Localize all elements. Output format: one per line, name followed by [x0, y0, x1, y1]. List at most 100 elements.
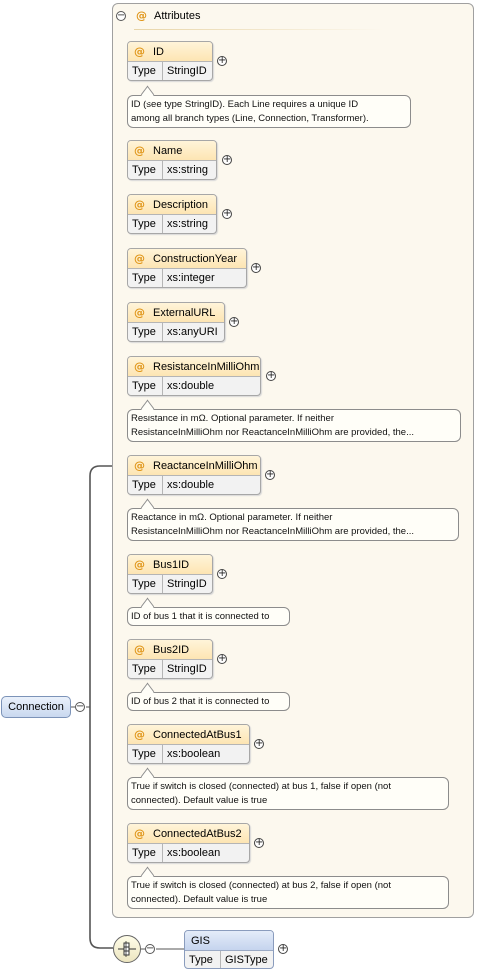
attribute-name: ConstructionYear	[153, 252, 237, 265]
type-value: xs:anyURI	[167, 326, 218, 338]
expand-gis-icon[interactable]: +	[278, 943, 288, 954]
type-value: xs:string	[167, 218, 208, 230]
type-label: Type	[128, 660, 163, 678]
attribute-name: Description	[153, 198, 209, 211]
attribute-name: ExternalURL	[153, 306, 216, 319]
annotation-line: ID (see type StringID). Each Line requir…	[131, 99, 359, 110]
annotation-line: ResistanceInMilliOhm nor ReactanceInMill…	[131, 427, 415, 438]
expand-name-icon[interactable]: +	[222, 154, 232, 165]
annotation-line: ResistanceInMilliOhm nor ReactanceInMill…	[131, 526, 415, 537]
id-annotation: ID (see type StringID). Each Line requir…	[127, 85, 411, 128]
attribute-name: ConnectedAtBus2	[153, 827, 242, 840]
attribute-name-attr[interactable]: @ Name Type xs:string	[127, 140, 217, 180]
bus2id-annotation: ID of bus 2 that it is connected to	[127, 682, 290, 711]
attribute-name: Bus2ID	[153, 643, 190, 656]
expand-bus2id-icon[interactable]: +	[217, 653, 227, 664]
attribute-icon: @	[134, 144, 145, 157]
attribute-icon: @	[134, 306, 145, 319]
expand-constructionyear-icon[interactable]: +	[251, 262, 261, 273]
attribute-icon: @	[134, 558, 145, 571]
attribute-externalurl[interactable]: @ ExternalURL Type xs:anyURI	[127, 302, 225, 342]
expand-connectedatbus2-icon[interactable]: +	[254, 837, 264, 848]
annotation-line: True if switch is closed (connected) at …	[131, 781, 391, 792]
attribute-name: ID	[153, 45, 164, 58]
attributes-at-icon: @	[136, 9, 147, 22]
attribute-name: ReactanceInMilliOhm	[153, 459, 258, 472]
type-label: Type	[128, 844, 163, 862]
expand-connectedatbus1-icon[interactable]: +	[254, 738, 264, 749]
type-label: Type	[185, 951, 221, 968]
annotation-line: ID of bus 2 that it is connected to	[131, 696, 270, 707]
attribute-reactanceinmilliohm[interactable]: @ ReactanceInMilliOhm Type xs:double	[127, 455, 261, 495]
sequence-glyph-icon	[118, 941, 136, 957]
attribute-bus1id[interactable]: @ Bus1ID Type StringID	[127, 554, 213, 594]
type-label: Type	[128, 269, 163, 287]
bus1id-annotation: ID of bus 1 that it is connected to	[127, 597, 290, 626]
type-label: Type	[128, 323, 163, 341]
connectedatbus2-annotation: True if switch is closed (connected) at …	[127, 866, 449, 909]
attribute-icon: @	[134, 459, 145, 472]
expand-description-icon[interactable]: +	[222, 208, 232, 219]
annotation-line: True if switch is closed (connected) at …	[131, 880, 391, 891]
attributes-header-divider	[134, 29, 384, 30]
attribute-connectedatbus1[interactable]: @ ConnectedAtBus1 Type xs:boolean	[127, 724, 250, 764]
expand-reactanceinmilliohm-icon[interactable]: +	[265, 469, 275, 480]
annotation-line: Reactance in mΩ. Optional parameter. If …	[131, 512, 333, 523]
attribute-name: ResistanceInMilliOhm	[153, 360, 260, 373]
type-label: Type	[128, 575, 163, 593]
resistance-annotation: Resistance in mΩ. Optional parameter. If…	[127, 399, 461, 442]
attribute-name: ConnectedAtBus1	[153, 728, 242, 741]
attributes-collapse-icon[interactable]: −	[116, 10, 126, 21]
attribute-icon: @	[134, 252, 145, 265]
type-label: Type	[128, 476, 163, 494]
connectedatbus1-annotation: True if switch is closed (connected) at …	[127, 767, 449, 810]
attribute-icon: @	[134, 360, 145, 373]
attribute-resistanceinmilliohm[interactable]: @ ResistanceInMilliOhm Type xs:double	[127, 356, 261, 396]
reactance-annotation: Reactance in mΩ. Optional parameter. If …	[127, 498, 459, 541]
type-value: xs:integer	[167, 272, 215, 284]
type-label: Type	[128, 161, 163, 179]
expand-bus1id-icon[interactable]: +	[217, 568, 227, 579]
type-label: Type	[128, 62, 163, 80]
type-value: xs:string	[167, 164, 208, 176]
attribute-icon: @	[134, 827, 145, 840]
type-value: xs:boolean	[167, 847, 221, 859]
attribute-icon: @	[134, 728, 145, 741]
attribute-icon: @	[134, 643, 145, 656]
attribute-constructionyear[interactable]: @ ConstructionYear Type xs:integer	[127, 248, 247, 288]
connection-label: Connection	[8, 701, 64, 713]
gis-name: GIS	[191, 934, 210, 947]
type-value: GISType	[225, 954, 268, 966]
gis-element[interactable]: GIS Type GISType	[184, 930, 274, 969]
type-value: xs:double	[167, 479, 215, 491]
attribute-id[interactable]: @ ID Type StringID	[127, 41, 213, 81]
attribute-connectedatbus2[interactable]: @ ConnectedAtBus2 Type xs:boolean	[127, 823, 250, 863]
annotation-line: connected). Default value is true	[131, 894, 268, 905]
type-value: StringID	[167, 65, 207, 77]
type-label: Type	[128, 377, 163, 395]
type-value: xs:boolean	[167, 748, 221, 760]
annotation-line: ID of bus 1 that it is connected to	[131, 611, 270, 622]
connection-element[interactable]: Connection	[1, 696, 71, 718]
type-label: Type	[128, 215, 163, 233]
annotation-line: among all branch types (Line, Connection…	[131, 113, 369, 124]
type-value: StringID	[167, 578, 207, 590]
type-value: xs:double	[167, 380, 215, 392]
type-value: StringID	[167, 663, 207, 675]
expand-externalurl-icon[interactable]: +	[229, 316, 239, 327]
attribute-name: Bus1ID	[153, 558, 190, 571]
sequence-compositor-icon[interactable]	[113, 935, 141, 963]
expand-resistanceinmilliohm-icon[interactable]: +	[266, 370, 276, 381]
attribute-bus2id[interactable]: @ Bus2ID Type StringID	[127, 639, 213, 679]
attribute-icon: @	[134, 45, 145, 58]
attributes-group-label: Attributes	[154, 10, 201, 22]
type-label: Type	[128, 745, 163, 763]
expand-id-icon[interactable]: +	[217, 55, 227, 66]
annotation-line: connected). Default value is true	[131, 795, 268, 806]
connection-collapse-icon[interactable]: −	[75, 701, 85, 712]
attribute-name: Name	[153, 144, 183, 157]
annotation-line: Resistance in mΩ. Optional parameter. If…	[131, 413, 335, 424]
sequence-collapse-icon[interactable]: −	[145, 943, 155, 954]
